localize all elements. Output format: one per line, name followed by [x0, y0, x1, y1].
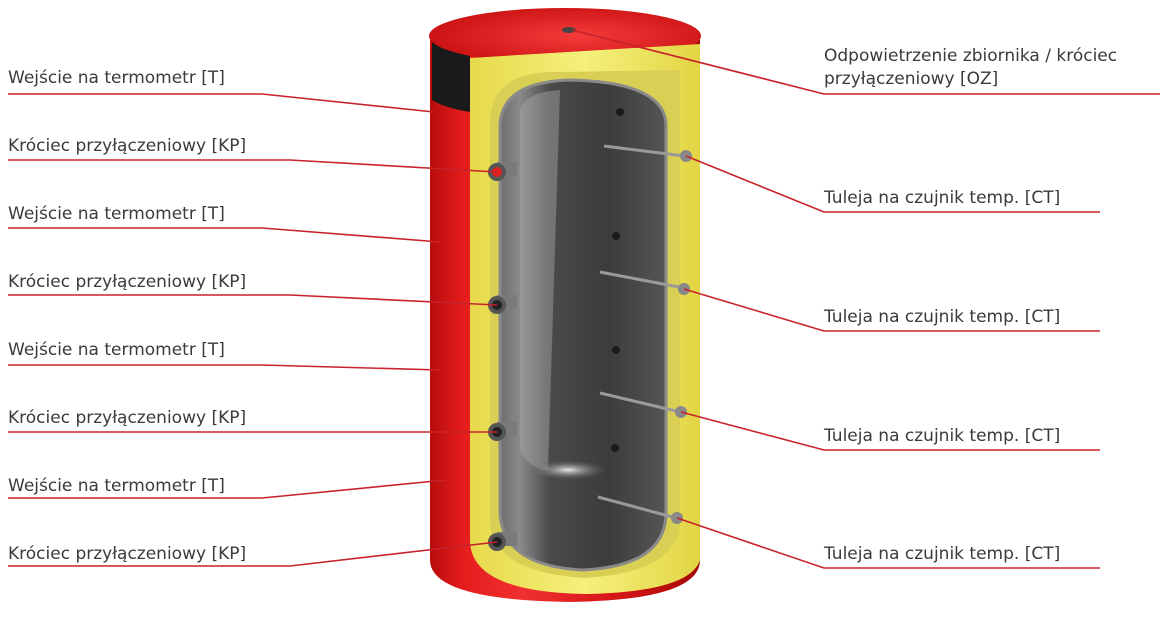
thermometer-holes	[611, 108, 624, 452]
label-vent-line1: Odpowietrzenie zbiornika / króciec	[824, 46, 1118, 66]
label-sensor-3: Tuleja na czujnik temp. [CT]	[824, 426, 1061, 446]
label-connector-1: Króciec przyłączeniowy [KP]	[8, 136, 247, 156]
label-connector-2: Króciec przyłączeniowy [KP]	[8, 272, 247, 292]
inner-tank	[498, 78, 668, 572]
leader-lines-right	[571, 29, 1160, 569]
label-vent-line2: przyłączeniowy [OZ]	[824, 69, 999, 89]
label-sensor-2: Tuleja na czujnik temp. [CT]	[824, 307, 1061, 327]
tank-bottom-glow	[528, 460, 608, 480]
label-thermometer-3: Wejście na termometr [T]	[8, 340, 225, 360]
label-thermometer-4: Wejście na termometr [T]	[8, 476, 225, 496]
leader-lines-left	[8, 93, 498, 567]
vent-port	[562, 27, 576, 33]
label-connector-3: Króciec przyłączeniowy [KP]	[8, 408, 247, 428]
label-thermometer-1: Wejście na termometr [T]	[8, 68, 225, 88]
tank-highlight	[520, 90, 560, 470]
sensor-tubes	[597, 144, 685, 520]
label-connector-4: Króciec przyłączeniowy [KP]	[8, 544, 247, 564]
label-sensor-1: Tuleja na czujnik temp. [CT]	[824, 188, 1061, 208]
label-sensor-4: Tuleja na czujnik temp. [CT]	[824, 544, 1061, 564]
label-thermometer-2: Wejście na termometr [T]	[8, 204, 225, 224]
